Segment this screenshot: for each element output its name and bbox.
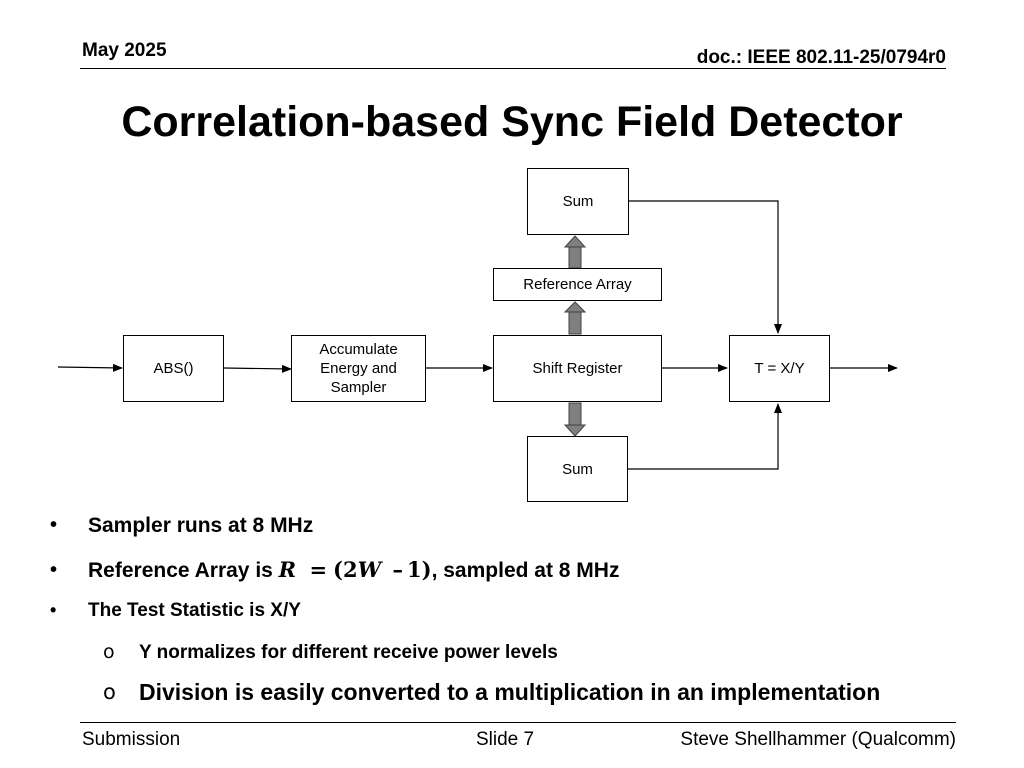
header-doc-id: doc.: IEEE 802.11-25/0794r0 bbox=[696, 47, 946, 68]
sum-top-block: Sum bbox=[527, 168, 629, 235]
shift-register-block: Shift Register bbox=[493, 335, 662, 402]
reference-array-sampling-text: , sampled at 8 MHz bbox=[431, 559, 620, 582]
block-arrow-shift-to-bottom-sum bbox=[563, 402, 587, 437]
abs-to-accumulate-arrow bbox=[223, 364, 292, 373]
header-date: May 2025 bbox=[82, 40, 167, 61]
footer-divider bbox=[80, 722, 956, 723]
reference-array-block: Reference Array bbox=[493, 268, 662, 301]
reference-array-equation: R =(2W –1) bbox=[278, 557, 432, 582]
header-divider bbox=[80, 68, 946, 69]
footer-slide-number: Slide 7 bbox=[476, 729, 535, 750]
bullet-marker: • bbox=[50, 600, 57, 620]
bullet-test-statistic: The Test Statistic is X/Y bbox=[88, 600, 301, 621]
sub-bullet-marker: o bbox=[103, 641, 115, 663]
block-arrow-shift-to-reference bbox=[563, 301, 587, 335]
sub-bullet-marker: o bbox=[103, 680, 116, 704]
block-arrow-reference-to-sum bbox=[563, 235, 587, 269]
bullet-sampler-rate: Sampler runs at 8 MHz bbox=[88, 514, 314, 537]
input-arrow bbox=[57, 363, 123, 372]
bullet-marker: • bbox=[50, 559, 58, 581]
bullet-reference-array: Reference Array is R =(2W –1), sampled a… bbox=[88, 557, 619, 583]
sum-bottom-block: Sum bbox=[527, 436, 628, 502]
abs-block: ABS() bbox=[123, 335, 224, 402]
reference-array-text: Reference Array is bbox=[88, 559, 273, 582]
bullet-marker: • bbox=[50, 514, 58, 536]
bottom-sum-to-ratio-arrow bbox=[628, 403, 782, 470]
slide-title: Correlation-based Sync Field Detector bbox=[121, 98, 903, 146]
sub-bullet-normalization: Y normalizes for different receive power… bbox=[139, 642, 558, 663]
ratio-block: T = X/Y bbox=[729, 335, 830, 402]
footer-submission: Submission bbox=[82, 729, 181, 750]
sub-bullet-division: Division is easily converted to a multip… bbox=[139, 679, 881, 705]
footer-author: Steve Shellhammer (Qualcomm) bbox=[680, 729, 956, 750]
top-sum-to-ratio-arrow bbox=[629, 200, 782, 334]
accumulate-energy-sampler-block: Accumulate Energy and Sampler bbox=[291, 335, 426, 402]
